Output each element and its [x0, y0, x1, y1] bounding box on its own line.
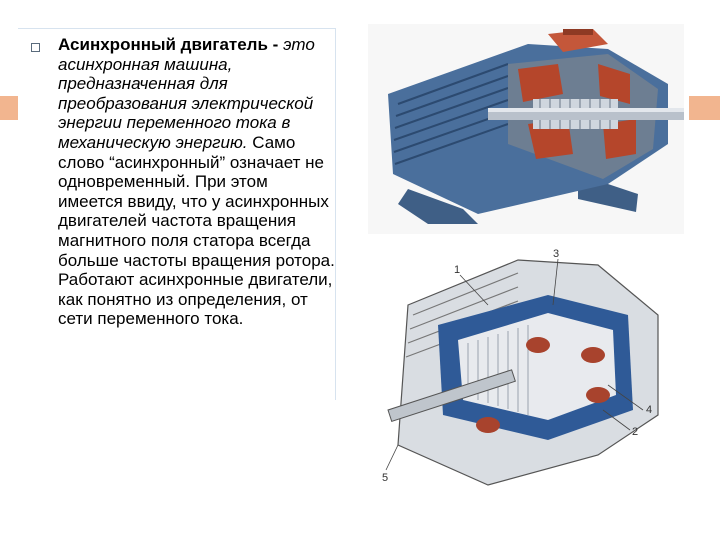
text-panel: Асинхронный двигатель - это асинхронная … [18, 28, 336, 400]
motor-cutaway-diagram: 1 3 4 2 5 [368, 245, 668, 495]
definition-paragraph: Асинхронный двигатель - это асинхронная … [58, 35, 336, 329]
diagram-label-5: 5 [382, 472, 388, 484]
definition-text: это асинхронная машина, предназначенная … [58, 35, 315, 152]
accent-bar-right [689, 96, 720, 120]
accent-bar-left [0, 96, 18, 120]
diagram-label-4: 4 [646, 404, 652, 416]
square-bullet-icon [31, 43, 40, 52]
body-text: Само слово “асинхронный” означает не одн… [58, 132, 335, 329]
diagram-label-2: 2 [632, 426, 638, 438]
diagram-label-3: 3 [553, 248, 559, 260]
term-heading: Асинхронный двигатель - [58, 35, 279, 54]
diagram-label-1: 1 [454, 264, 460, 276]
motor-cutaway-color-illustration [368, 24, 684, 234]
